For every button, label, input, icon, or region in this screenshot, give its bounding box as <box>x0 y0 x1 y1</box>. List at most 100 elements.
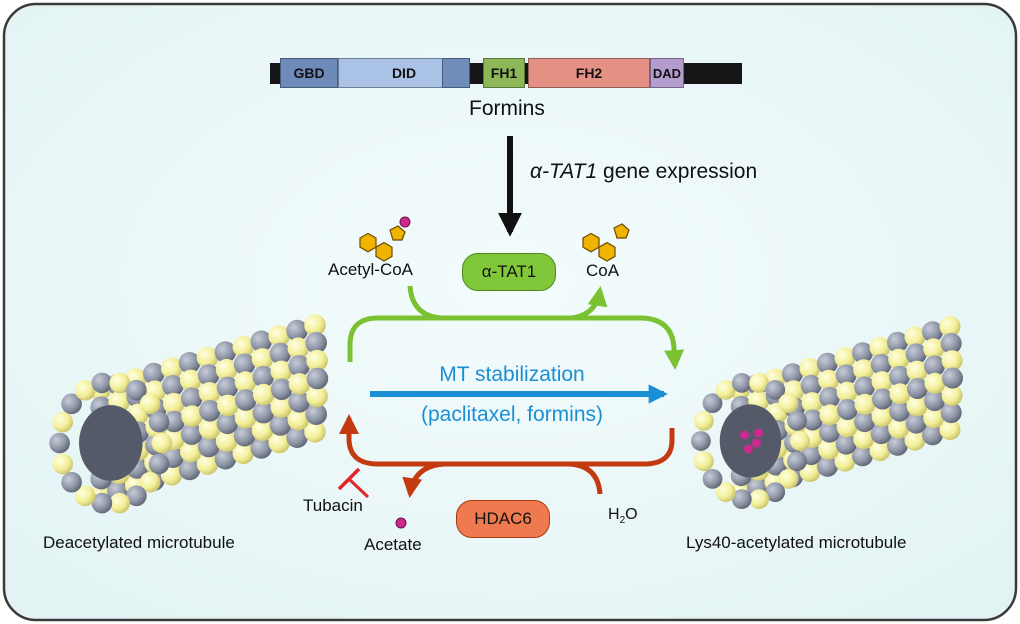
end-ring-tubulin-bead <box>109 372 130 394</box>
beta-tubulin-bead <box>180 423 203 445</box>
alpha-tubulin-bead <box>904 326 926 348</box>
formins-label: Formins <box>469 97 545 120</box>
domain-fh1-label: FH1 <box>490 65 518 81</box>
domain-gbd: GBD <box>280 58 338 88</box>
end-ring-tubulin-bead <box>74 379 96 401</box>
alpha-tubulin-bead <box>217 394 239 417</box>
alpha-tubulin-bead <box>869 440 891 462</box>
beta-tubulin-bead <box>162 375 184 397</box>
end-ring-tubulin-bead <box>126 485 147 507</box>
beta-tubulin-bead <box>819 386 841 408</box>
lumen-acetyl-group <box>743 444 753 454</box>
coa-molecule-icon <box>582 223 630 262</box>
alpha-tubulin-bead <box>306 349 328 372</box>
mt-stabilizers-label: (paclitaxel, formins) <box>420 403 604 426</box>
end-ring-tubulin-bead <box>765 380 786 400</box>
beta-tubulin-bead <box>872 388 893 410</box>
alpha-tubulin-bead <box>834 450 856 472</box>
end-ring-tubulin-bead <box>139 471 161 493</box>
beta-tubulin-bead <box>178 352 201 374</box>
end-ring-tubulin-bead <box>691 431 711 451</box>
alpha-tubulin-bead <box>941 350 963 372</box>
beta-tubulin-bead <box>288 355 311 377</box>
beta-tubulin-bead <box>889 400 911 422</box>
tat1-enzyme-badge: α-TAT1 <box>462 253 556 291</box>
tubacin-label: Tubacin <box>303 496 363 515</box>
beta-tubulin-bead <box>197 364 220 386</box>
alpha-tubulin-bead <box>287 337 310 360</box>
end-ring-tubulin-bead <box>778 469 799 489</box>
beta-tubulin-bead <box>819 421 841 443</box>
alpha-tubulin-bead <box>215 430 238 452</box>
domain-did-label: DID <box>391 65 417 81</box>
beta-tubulin-bead <box>235 389 257 411</box>
alpha-tubulin-bead <box>252 383 275 406</box>
beta-tubulin-bead <box>782 363 803 385</box>
deacetylated-microtubule-label: Deacetylated microtubule <box>43 533 235 552</box>
gene-expression-text: gene expression <box>597 160 758 183</box>
beta-tubulin-bead <box>214 447 237 470</box>
beta-tubulin-bead <box>306 367 329 390</box>
beta-tubulin-bead <box>802 409 823 431</box>
beta-tubulin-bead <box>305 403 328 426</box>
beta-tubulin-bead <box>870 423 892 445</box>
beta-tubulin-bead <box>905 412 927 434</box>
end-ring-tubulin-bead <box>694 451 714 472</box>
end-ring-tubulin-bead <box>702 393 723 413</box>
beta-tubulin-bead <box>197 435 220 458</box>
end-ring-tubulin-bead <box>731 373 752 393</box>
beta-tubulin-bead <box>199 400 221 422</box>
alpha-tubulin-bead <box>888 417 910 439</box>
beta-tubulin-bead <box>940 402 962 424</box>
alpha-tubulin-bead <box>871 371 893 393</box>
mt-stabilization-text: MT stabilization (paclitaxel, formins) <box>392 363 632 427</box>
beta-tubulin-bead <box>887 434 908 456</box>
beta-tubulin-bead <box>852 342 873 364</box>
alpha-tubulin-bead <box>889 383 911 405</box>
beta-tubulin-bead <box>233 424 256 447</box>
alpha-tubulin-bead <box>819 404 841 426</box>
alpha-tubulin-bead <box>270 396 293 419</box>
beta-tubulin-bead <box>286 319 308 342</box>
alpha-tubulin-bead <box>268 431 291 454</box>
end-ring-tubulin-bead <box>787 451 807 472</box>
acetate-molecule-icon <box>395 517 407 529</box>
lumen-acetyl-group <box>739 430 749 440</box>
alpha-tubulin-bead <box>906 360 928 382</box>
acetate-label: Acetate <box>364 535 422 554</box>
alpha-tubulin-bead <box>251 419 274 442</box>
acetylated-microtubule-label: Lys40-acetylated microtubule <box>686 533 907 552</box>
alpha-tubulin-bead <box>163 392 185 415</box>
domain-gbd-label: GBD <box>293 65 325 81</box>
beta-tubulin-bead <box>837 399 858 420</box>
coa-label: CoA <box>586 261 620 280</box>
water-subscript: 2 <box>619 515 626 527</box>
end-ring-tubulin-bead <box>787 410 807 431</box>
mt-stabilization-label: MT stabilization <box>439 363 585 386</box>
alpha-tubulin-bead <box>306 385 328 408</box>
deacetylated-microtubule-illustration <box>49 314 329 514</box>
deacetylation-arrow <box>339 414 675 467</box>
alpha-tubulin-bead <box>923 407 945 429</box>
beta-tubulin-bead <box>252 401 275 424</box>
alpha-tubulin-bead <box>799 357 821 379</box>
alpha-tubulin-bead <box>924 372 946 394</box>
alpha-tubulin-bead <box>198 417 221 440</box>
tat1-enzyme-label: α-TAT1 <box>481 262 537 281</box>
beta-tubulin-bead <box>887 331 908 353</box>
alpha-tubulin-bead <box>215 358 238 381</box>
domain-fh2-label: FH2 <box>575 65 603 81</box>
end-ring-tubulin-bead <box>148 411 170 433</box>
end-ring-tubulin-bead <box>148 453 170 475</box>
end-ring-tubulin-bead <box>778 393 799 413</box>
beta-tubulin-bead <box>835 433 857 455</box>
alpha-tubulin-bead <box>869 336 891 358</box>
beta-tubulin-bead <box>817 455 838 477</box>
beta-tubulin-bead <box>854 411 876 433</box>
beta-tubulin-bead <box>889 365 911 387</box>
beta-tubulin-bead <box>305 332 328 354</box>
beta-tubulin-bead <box>924 390 946 412</box>
beta-tubulin-bead <box>250 330 273 353</box>
alpha-tubulin-bead <box>251 348 274 370</box>
alpha-tubulin-bead <box>304 314 326 337</box>
